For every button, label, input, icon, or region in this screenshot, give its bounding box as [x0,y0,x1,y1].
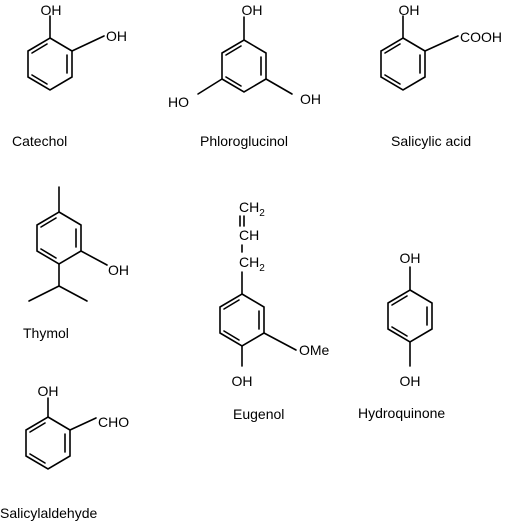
salicylic-acid-structure: OH COOH Salicylic acid [380,2,502,149]
salicylaldehyde-cho-label: CHO [98,414,129,430]
salicylic-acid-oh-label: OH [399,2,420,18]
eugenol-ome-label: OMe [299,342,330,358]
eugenol-oh-label: OH [232,373,253,389]
phloroglucinol-oh-left-bond [197,78,223,95]
salicylaldehyde-structure: OH CHO Salicylaldehyde [0,383,129,521]
eugenol-ch-label: CH [239,227,259,243]
hydroquinone-oh-bottom-label: OH [400,373,421,389]
phloroglucinol-oh-left-label: HO [168,94,189,110]
hydroquinone-name: Hydroquinone [358,405,445,421]
catechol-oh-right-label: OH [106,28,127,44]
eugenol-name: Eugenol [233,406,284,422]
eugenol-ring [219,293,265,347]
eugenol-double-bond [239,215,245,227]
catechol-oh-top-label: OH [41,2,62,18]
phloroglucinol-oh-right-label: OH [300,91,321,107]
catechol-name: Catechol [12,133,67,149]
salicylic-acid-cooh-label: COOH [460,29,502,45]
catechol-structure: OH OH Catechol [12,2,127,149]
thymol-oh-label: OH [108,262,129,278]
salicylaldehyde-cho-bond [69,417,97,431]
phloroglucinol-name: Phloroglucinol [200,133,288,149]
salicylic-acid-ring [380,37,426,91]
phloroglucinol-oh-right-bond [265,78,293,95]
phloroglucinol-structure: OH HO OH Phloroglucinol [168,2,321,149]
catechol-ring [27,37,73,91]
thymol-name: Thymol [23,325,69,341]
salicylaldehyde-oh-label: OH [38,383,59,399]
salicylaldehyde-name: Salicylaldehyde [0,505,97,521]
eugenol-structure: CH2 CH CH2 OMe OH Eugenol [219,199,330,422]
eugenol-ome-bond [263,332,297,351]
thymol-oh-bond [80,250,108,266]
hydroquinone-ring [387,289,433,343]
eugenol-ch2-top-label: CH2 [239,199,265,219]
thymol-ring [36,211,82,265]
phloroglucinol-ring [221,39,267,93]
thymol-isopropyl [28,263,88,302]
thymol-structure: OH Thymol [23,186,129,341]
catechol-oh-right-bond [71,35,105,52]
hydroquinone-structure: OH OH Hydroquinone [358,250,445,421]
phloroglucinol-oh-top-label: OH [242,2,263,18]
salicylic-acid-name: Salicylic acid [391,133,471,149]
salicylic-acid-cooh-bond [424,35,459,52]
hydroquinone-oh-top-label: OH [400,250,421,266]
eugenol-ch2-mid-label: CH2 [239,254,265,274]
salicylaldehyde-ring [25,416,71,470]
